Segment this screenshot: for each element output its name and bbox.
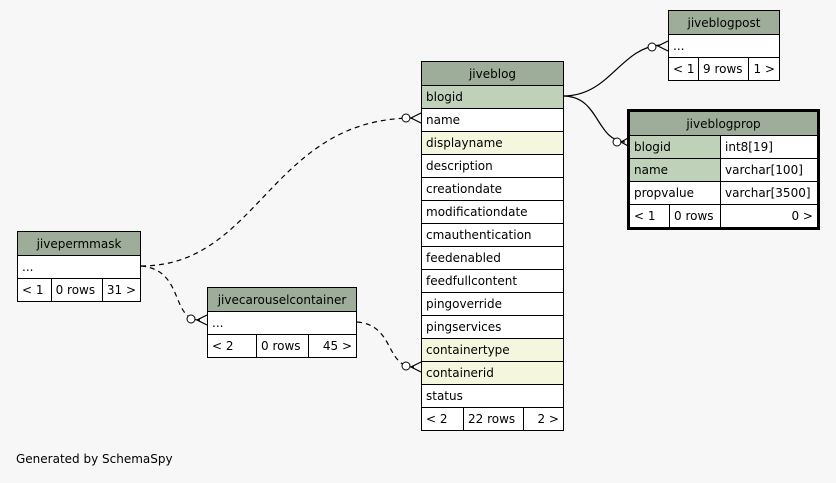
stat-parents: < 2	[208, 335, 257, 357]
column-row: blogid int8[19]	[630, 135, 817, 158]
stat-parents: < 1	[630, 205, 670, 227]
column-name: description	[426, 159, 493, 173]
column-row: containertype	[422, 338, 563, 361]
stat-children: 1 >	[753, 62, 775, 76]
generated-by-label: Generated by SchemaSpy	[16, 452, 173, 466]
stat-children: 2 >	[537, 412, 559, 426]
table-name: jiveblogprop	[686, 116, 761, 131]
column-name: cmauthentication	[426, 228, 532, 242]
column-name: pingoverride	[426, 297, 502, 311]
column-name: name	[630, 159, 721, 181]
column-name: propvalue	[630, 182, 721, 204]
column-name: name	[426, 113, 461, 127]
stat-parents: < 2	[422, 408, 464, 430]
column-name: feedenabled	[426, 251, 501, 265]
relation-jivepermmask-jiveblog	[140, 117, 415, 267]
relation-jiveblog-jiveblogpost	[562, 44, 661, 97]
table-name: jivecarouselcontainer	[217, 292, 347, 307]
column-row: ...	[18, 255, 140, 278]
table-stats: < 2 0 rows 45 >	[208, 334, 356, 357]
column-name: modificationdate	[426, 205, 528, 219]
column-name: pingservices	[426, 320, 502, 334]
stat-parents: < 1	[669, 58, 699, 80]
column-name: containerid	[426, 366, 494, 380]
column-row: description	[422, 154, 563, 177]
table-stats: < 1 0 rows 0 >	[630, 204, 817, 227]
table-name: jiveblogpost	[687, 15, 761, 30]
column-row: creationdate	[422, 177, 563, 200]
column-type: int8[19]	[725, 140, 773, 154]
column-type: varchar[3500]	[725, 186, 811, 200]
stat-parents: < 1	[18, 279, 52, 301]
table-header: jiveblogpost	[669, 11, 779, 34]
column-row: blogid	[422, 85, 563, 108]
relation-end-jivecarouselcontainer	[186, 314, 196, 324]
column-name: ...	[212, 316, 224, 330]
stat-children: 45 >	[322, 339, 352, 353]
table-name: jiveblog	[468, 66, 517, 81]
table-name: jivepermmask	[36, 236, 122, 251]
table-jiveblogpost[interactable]: jiveblogpost ... < 1 9 rows 1 >	[668, 10, 780, 81]
relation-end-jiveblog-name	[401, 113, 411, 123]
column-row: propvalue varchar[3500]	[630, 181, 817, 204]
column-row: cmauthentication	[422, 223, 563, 246]
table-jiveblogprop[interactable]: jiveblogprop blogid int8[19] name varcha…	[627, 109, 820, 230]
stat-rows: 0 rows	[257, 335, 309, 357]
column-row: status	[422, 384, 563, 407]
relation-jiveblog-jiveblogprop	[562, 95, 626, 143]
relation-end-jiveblogpost	[647, 42, 657, 52]
column-row: name varchar[100]	[630, 158, 817, 181]
column-row: modificationdate	[422, 200, 563, 223]
table-stats: < 2 22 rows 2 >	[422, 407, 563, 430]
table-header: jiveblog	[422, 62, 563, 85]
stat-children: 31 >	[106, 283, 136, 297]
relation-jivecarouselcontainer-jiveblog	[356, 321, 415, 368]
column-name: blogid	[630, 136, 721, 158]
table-stats: < 1 0 rows 31 >	[18, 278, 140, 301]
stat-rows: 0 rows	[52, 279, 103, 301]
column-name: feedfullcontent	[426, 274, 518, 288]
relation-jivepermmask-jivecarouselcontainer	[140, 265, 201, 321]
column-name: creationdate	[426, 182, 503, 196]
table-stats: < 1 9 rows 1 >	[669, 57, 779, 80]
column-row: ...	[669, 34, 779, 57]
column-type: varchar[100]	[725, 163, 803, 177]
table-jivepermmask[interactable]: jivepermmask ... < 1 0 rows 31 >	[17, 231, 141, 302]
table-jivecarouselcontainer[interactable]: jivecarouselcontainer ... < 2 0 rows 45 …	[207, 287, 357, 358]
column-row: name	[422, 108, 563, 131]
column-row: ...	[208, 311, 356, 334]
column-name: displayname	[426, 136, 503, 150]
column-row: pingservices	[422, 315, 563, 338]
stat-rows: 0 rows	[670, 205, 721, 227]
column-row: containerid	[422, 361, 563, 384]
column-name: ...	[673, 39, 685, 53]
column-name: status	[426, 389, 463, 403]
column-name: containertype	[426, 343, 510, 357]
table-header: jiveblogprop	[630, 112, 817, 135]
column-row: displayname	[422, 131, 563, 154]
table-header: jivepermmask	[18, 232, 140, 255]
relation-end-jiveblog-containerid	[401, 361, 411, 371]
column-name: ...	[22, 260, 34, 274]
column-row: feedenabled	[422, 246, 563, 269]
column-row: feedfullcontent	[422, 269, 563, 292]
stat-children: 0 >	[791, 209, 813, 223]
table-header: jivecarouselcontainer	[208, 288, 356, 311]
table-jiveblog[interactable]: jiveblog blogid name displayname descrip…	[421, 61, 564, 431]
stat-rows: 22 rows	[464, 408, 524, 430]
stat-rows: 9 rows	[699, 58, 750, 80]
column-row: pingoverride	[422, 292, 563, 315]
column-name: blogid	[426, 90, 463, 104]
